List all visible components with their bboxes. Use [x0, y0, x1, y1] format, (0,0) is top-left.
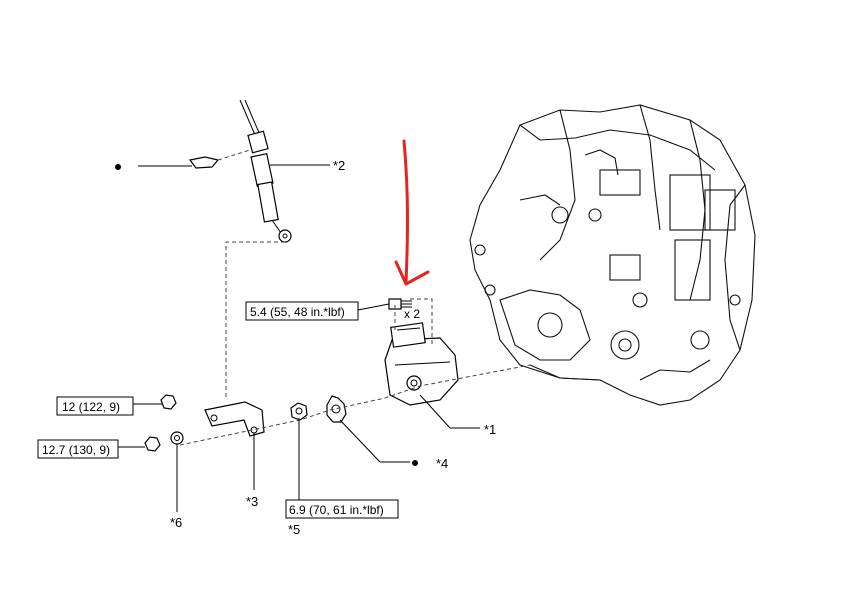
torque-bolt-text: 5.4 (55, 48 in.*lbf)	[250, 305, 345, 319]
torque-nut-upper-text: 12 (122, 9)	[62, 400, 120, 414]
bolt-quantity: x 2	[404, 307, 420, 321]
torque-nut-lower-text: 12.7 (130, 9)	[42, 443, 110, 457]
callout-2: *2	[333, 158, 345, 173]
nut-upper	[160, 394, 177, 410]
callout-4: *4	[436, 456, 448, 471]
torque-label-nut-mid: 6.9 (70, 61 in.*lbf)	[285, 499, 399, 519]
nut-lower	[144, 436, 161, 452]
callout-3: *3	[246, 494, 258, 509]
torque-label-bolt: 5.4 (55, 48 in.*lbf)	[245, 301, 359, 321]
cable-clip	[188, 156, 220, 169]
assembly-lines	[179, 149, 531, 446]
callout-5: *5	[288, 522, 300, 537]
callout-1: *1	[484, 422, 496, 437]
leader-dot-clip	[115, 164, 121, 170]
callout-6: *6	[170, 515, 182, 530]
transmission-assembly	[469, 104, 756, 406]
lock-washer	[326, 395, 347, 423]
control-shaft-lever	[204, 401, 265, 437]
torque-nut-mid-text: 6.9 (70, 61 in.*lbf)	[289, 503, 384, 517]
washer-6	[170, 431, 184, 445]
transmission-control-cable	[239, 99, 292, 243]
annotation-arrow	[394, 139, 430, 286]
nut-5	[290, 402, 308, 421]
park-neutral-position-switch	[384, 322, 459, 406]
torque-label-nut-lower: 12.7 (130, 9)	[37, 439, 119, 459]
torque-label-nut-upper: 12 (122, 9)	[56, 396, 134, 416]
leader-dot-4	[412, 460, 418, 466]
